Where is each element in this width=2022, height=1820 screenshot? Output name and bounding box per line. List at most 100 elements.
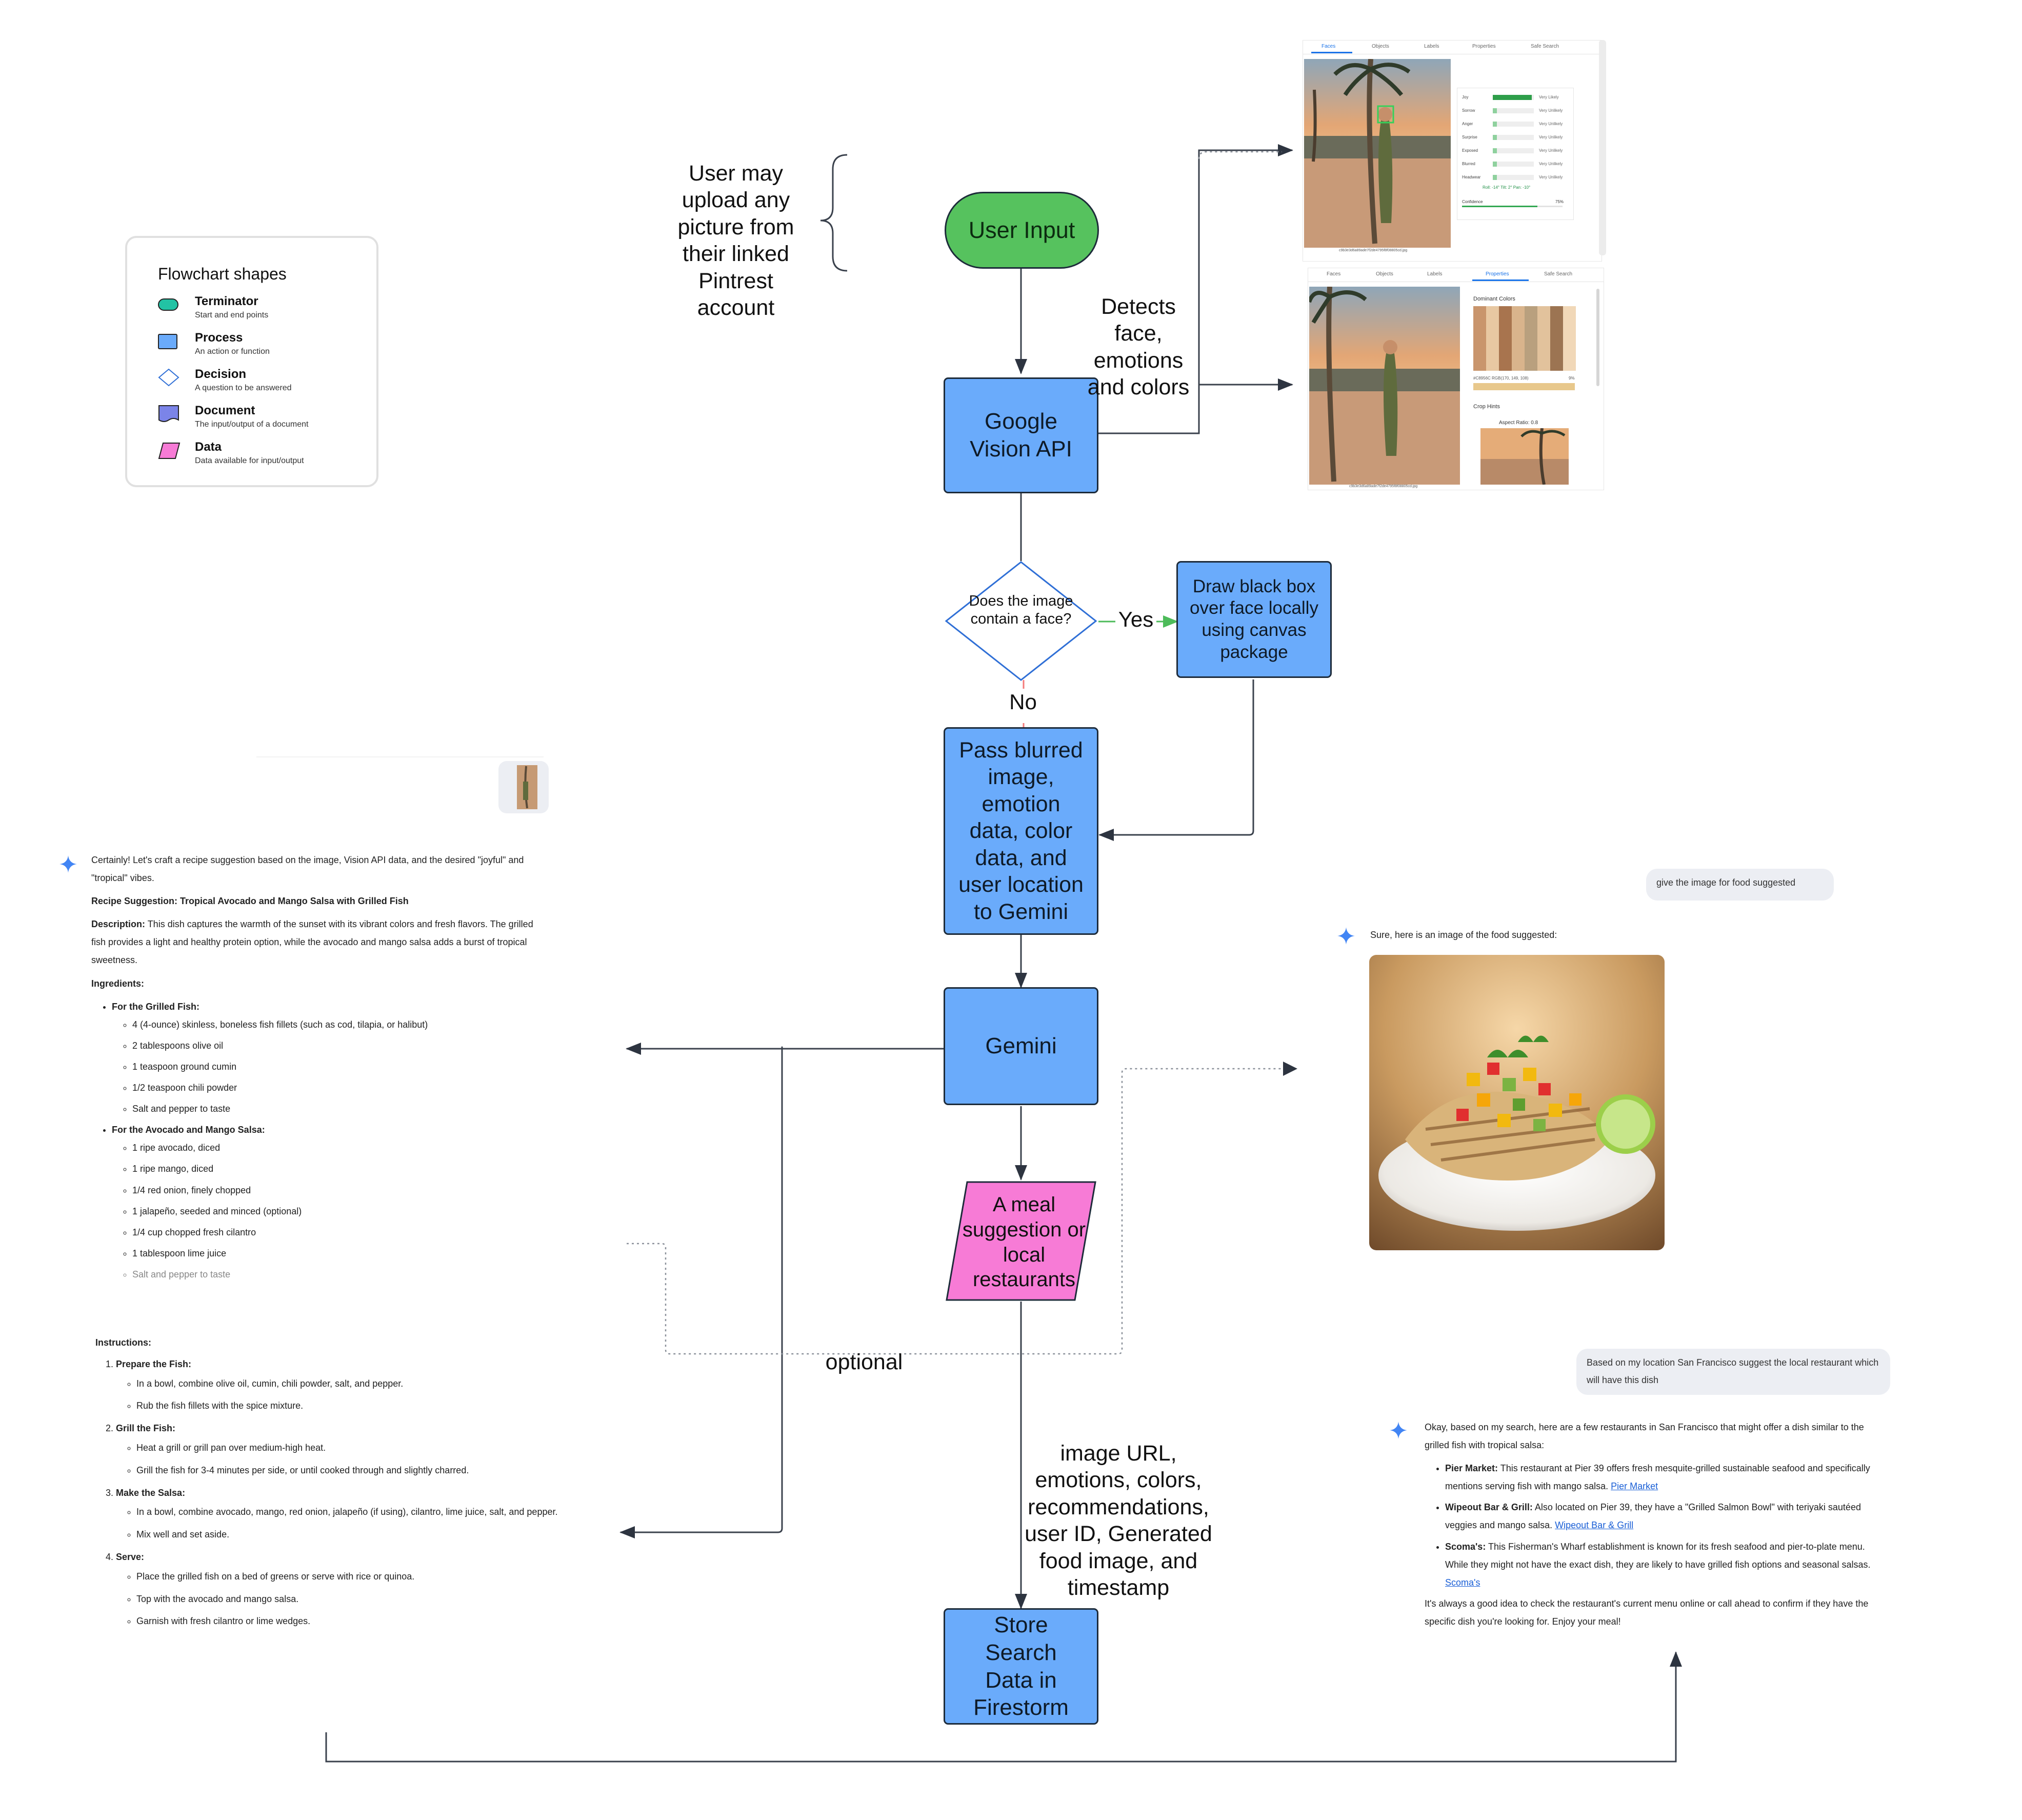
list-item: 1/2 teaspoon chili powder — [132, 1079, 553, 1097]
legend-item-process: Process An action or function — [158, 331, 363, 362]
tab-objects[interactable]: Objects — [1376, 271, 1393, 277]
restaurant-name: Wipeout Bar & Grill: — [1445, 1502, 1533, 1513]
image-request-bubble: give the image for food suggested — [1646, 869, 1834, 901]
likelihood-fill — [1493, 122, 1497, 127]
store-process: Store Search Data in Firestorm — [944, 1608, 1098, 1725]
likelihood-fill — [1493, 108, 1497, 113]
legend-name: Terminator — [195, 294, 258, 308]
yes-label: Yes — [1115, 606, 1156, 633]
color-swatch[interactable] — [1486, 306, 1499, 371]
tab-objects[interactable]: Objects — [1372, 44, 1389, 49]
legend-item-decision: Decision A question to be answered — [158, 367, 363, 398]
restaurant-link[interactable]: Pier Market — [1611, 1481, 1658, 1492]
instruction-step: Serve: Place the grilled fish on a bed o… — [116, 1548, 588, 1631]
tab-faces[interactable]: Faces — [1327, 271, 1341, 277]
meal-label: A meal suggestion or local restaurants — [962, 1193, 1086, 1291]
list-item: 1/4 red onion, finely chopped — [132, 1182, 553, 1199]
step-title: Make the Salsa: — [116, 1487, 186, 1498]
arrow-gemini-instructions — [619, 1046, 783, 1538]
props-scrollbar[interactable] — [1596, 289, 1599, 386]
ingredient-group: For the Avocado and Mango Salsa: 1 ripe … — [112, 1121, 553, 1284]
tab-properties[interactable]: Properties — [1486, 271, 1509, 277]
vision-faces-screenshot: Faces Objects Labels Properties Safe Sea… — [1303, 40, 1602, 262]
decision-label: Does the image contain a face? — [969, 593, 1073, 628]
gemini-sparkle-icon — [1390, 1422, 1407, 1439]
fish-group-label: For the Grilled Fish: — [112, 1001, 200, 1012]
image-reply-text: Sure, here is an image of the food sugge… — [1370, 930, 1557, 940]
tab-properties[interactable]: Properties — [1472, 44, 1496, 49]
legend-desc: The input/output of a document — [195, 420, 309, 429]
legend-name: Process — [195, 331, 243, 345]
likelihood-fill — [1493, 175, 1497, 180]
list-item: 1 ripe avocado, diced — [132, 1139, 553, 1157]
list-item: Scoma's: This Fisherman's Wharf establis… — [1445, 1538, 1886, 1592]
terminator-shape-icon — [158, 298, 178, 311]
description-text: This dish captures the warmth of the sun… — [91, 919, 533, 966]
face-angles: Roll: -14° Tilt: 2° Pan: -10° — [1483, 185, 1531, 190]
uploaded-image-thumbnail[interactable] — [498, 761, 549, 813]
color-swatch[interactable] — [1525, 306, 1537, 371]
legend-name: Document — [195, 404, 255, 417]
tab-safe-search[interactable]: Safe Search — [1544, 271, 1573, 277]
legend-desc: A question to be answered — [195, 384, 292, 392]
color-swatch[interactable] — [1473, 306, 1486, 371]
tab-faces[interactable]: Faces — [1322, 44, 1336, 49]
description-label: Description: — [91, 919, 146, 930]
dotted-faces — [1198, 151, 1282, 159]
restaurant-link[interactable]: Scoma's — [1445, 1577, 1480, 1588]
salsa-group-label: For the Avocado and Mango Salsa: — [112, 1125, 265, 1135]
tab-labels[interactable]: Labels — [1427, 271, 1443, 277]
recipe-title: Recipe Suggestion: Tropical Avocado and … — [91, 896, 409, 907]
upload-note: User may upload any picture from their l… — [677, 161, 794, 321]
pass-gemini-process: Pass blurred image, emotion data, color … — [944, 727, 1098, 935]
generated-food-image[interactable] — [1369, 955, 1665, 1250]
tab-safe-search[interactable]: Safe Search — [1531, 44, 1559, 49]
list-item: Pier Market: This restaurant at Pier 39 … — [1445, 1459, 1886, 1495]
list-item: Mix well and set aside. — [136, 1525, 588, 1545]
instruction-step: Prepare the Fish: In a bowl, combine oli… — [116, 1355, 588, 1416]
recipe-response: Certainly! Let's craft a recipe suggesti… — [91, 851, 553, 1287]
likelihood-value: Very Unlikely — [1539, 175, 1563, 179]
legend-name: Data — [195, 440, 222, 454]
restaurant-name: Pier Market: — [1445, 1463, 1498, 1474]
likelihood-track — [1493, 95, 1534, 100]
arrow-drawbox-pass — [1098, 679, 1254, 841]
store-data-annotation: image URL, emotions, colors, recommendat… — [1025, 1441, 1212, 1601]
list-item: Place the grilled fish on a bed of green… — [136, 1567, 588, 1587]
dotted-optional — [627, 1068, 1282, 1355]
dominant-color-bar — [1473, 383, 1575, 390]
legend-name: Decision — [195, 367, 247, 381]
google-vision-process: Google Vision API — [944, 377, 1098, 493]
legend-item-document: Document The input/output of a document — [158, 404, 363, 434]
color-swatch[interactable] — [1563, 306, 1576, 371]
likelihood-fill — [1493, 95, 1532, 100]
color-swatch[interactable] — [1550, 306, 1563, 371]
tab-labels[interactable]: Labels — [1424, 44, 1439, 49]
props-filename: c9b3e3d6a89ade7f2de4795f8f08805cd.jpg — [1349, 485, 1418, 488]
legend-desc: Data available for input/output — [195, 456, 304, 465]
beach-photo — [1304, 59, 1451, 248]
step-title: Prepare the Fish: — [116, 1358, 192, 1369]
restaurant-link[interactable]: Wipeout Bar & Grill — [1555, 1520, 1634, 1531]
crop-hints-title: Crop Hints — [1473, 404, 1500, 410]
restaurant-desc: This Fisherman's Wharf establishment is … — [1445, 1541, 1871, 1570]
likelihood-value: Very Unlikely — [1539, 122, 1563, 126]
color-swatch[interactable] — [1499, 306, 1512, 371]
likelihood-label: Surprise — [1462, 135, 1477, 139]
list-item: Wipeout Bar & Grill: Also located on Pie… — [1445, 1498, 1886, 1534]
faces-scrollbar[interactable] — [1599, 40, 1606, 255]
list-item: 2 tablespoons olive oil — [132, 1037, 553, 1055]
aspect-ratio: Aspect Ratio: 0.8 — [1499, 420, 1538, 426]
props-tabbar: Faces Objects Labels Properties Safe Sea… — [1308, 268, 1604, 282]
color-swatch[interactable] — [1512, 306, 1525, 371]
likelihood-value: Very Unlikely — [1539, 162, 1563, 166]
gemini-sparkle-icon — [59, 855, 77, 873]
list-item: In a bowl, combine avocado, mango, red o… — [136, 1503, 588, 1522]
restaurant-request-bubble: Based on my location San Francisco sugge… — [1576, 1349, 1890, 1395]
color-swatch[interactable] — [1537, 306, 1550, 371]
likelihood-label: Headwear — [1462, 175, 1481, 179]
color-meta: #C8956C RGB(170, 149, 108) — [1473, 376, 1529, 381]
arrow-recipe-restaurants — [325, 1651, 1682, 1763]
